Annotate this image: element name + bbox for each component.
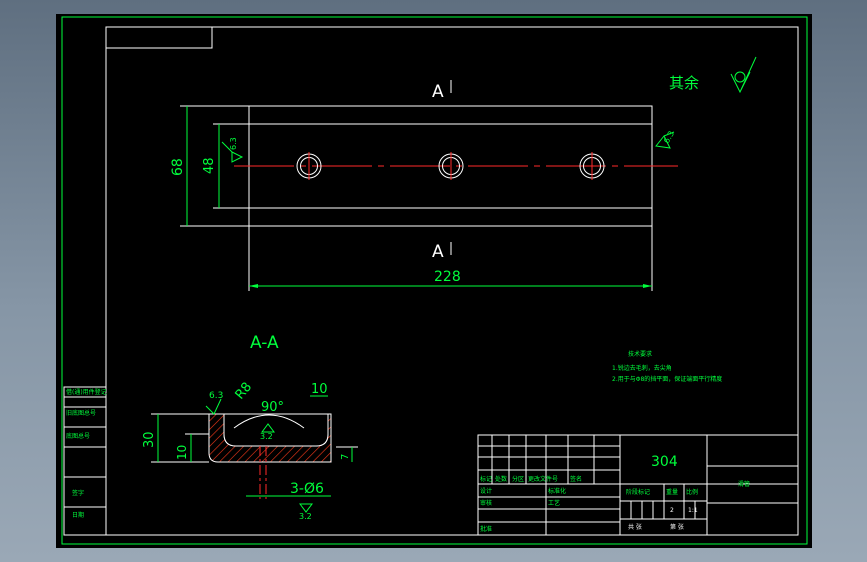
section-view: A-A 30 10 7 10 90° R8 6.3 3.2 3-Ø6 3	[142, 333, 358, 521]
approve-label: 批准	[480, 525, 492, 533]
outer-border	[61, 16, 808, 545]
stage-label: 阶段标记	[626, 488, 650, 496]
side-label-old: 旧底图总号	[66, 409, 96, 417]
section-roughness-a: 6.3	[209, 391, 223, 401]
dim-width-10: 10	[311, 382, 328, 397]
corner-code-box	[105, 26, 213, 49]
tech-req-line1: 1.锐边去毛刺，去尖角	[612, 364, 672, 372]
dim-48: 48	[202, 157, 217, 174]
hole-2	[438, 152, 464, 180]
part-name: 滑管	[738, 480, 750, 488]
row-label-change: 更改文件号	[528, 475, 558, 483]
dim-30: 30	[142, 431, 157, 448]
cad-drawing-svg: 借(通)用件登记 旧底图总号 底图总号 签字 日期 A A	[61, 16, 808, 545]
side-label-reg: 借(通)用件登记	[66, 388, 107, 396]
row-label-zone: 分区	[512, 475, 524, 483]
row-label-sign: 签名	[570, 475, 582, 483]
section-roughness-c: 3.2	[299, 512, 312, 521]
section-roughness-b: 3.2	[260, 432, 273, 441]
cad-drawing-canvas: 借(通)用件登记 旧底图总号 底图总号 签字 日期 A A	[56, 14, 812, 548]
row-label-count: 处数	[495, 475, 507, 483]
scale-value: 1:1	[688, 507, 698, 514]
material: 304	[651, 454, 678, 470]
hole-1	[296, 152, 322, 180]
tech-req-line2: 2.用于与Φ8的挡平面，保证端面平行精度	[612, 375, 722, 383]
check-label: 审核	[480, 499, 492, 507]
design-label: 设计	[480, 487, 492, 495]
side-label-date: 日期	[72, 511, 84, 519]
side-label-base: 底图总号	[66, 432, 90, 440]
dim-angle: 90°	[261, 400, 284, 415]
qty-value: 2	[670, 507, 674, 514]
dim-10: 10	[175, 445, 189, 460]
dim-holes: 3-Ø6	[290, 481, 324, 497]
dim-68: 68	[170, 158, 186, 176]
tech-requirements: 技术要求 1.锐边去毛刺，去尖角 2.用于与Φ8的挡平面，保证端面平行精度	[612, 350, 722, 383]
weight-label: 重量	[666, 488, 678, 496]
sheet-num: 第 张	[670, 523, 684, 531]
scale-label: 比例	[686, 488, 698, 496]
hole-3	[579, 152, 605, 180]
tech-req-title: 技术要求	[628, 350, 652, 358]
std-label: 标准化	[548, 487, 566, 495]
sheet-total: 共 张	[628, 523, 642, 531]
process-label: 工艺	[548, 499, 560, 507]
roughness-symbol-right	[655, 131, 675, 149]
dim-7: 7	[340, 454, 351, 460]
roughness-left-value: 6.3	[229, 137, 238, 150]
side-label-sign: 签字	[72, 489, 84, 497]
roughness-symbol-left	[221, 141, 244, 163]
dim-radius: R8	[233, 380, 256, 403]
roughness-symbol-general	[730, 56, 757, 94]
row-label-mark: 标记	[480, 475, 492, 483]
section-label-top: A	[432, 82, 444, 102]
side-stamp-columns: 借(通)用件登记 旧底图总号 底图总号 签字 日期	[63, 386, 107, 536]
section-label-bottom: A	[432, 242, 444, 262]
drawing-frame	[105, 26, 799, 536]
title-block: 304 滑管 标记 处数 分区 更改文件号 签名 设计 标准化 审核 工艺 批准…	[477, 434, 799, 536]
section-view-title: A-A	[250, 333, 279, 353]
roughness-right-value: 6.3	[662, 129, 676, 145]
dim-228: 228	[434, 269, 461, 285]
top-view: A A 68 48 6.3	[170, 56, 757, 291]
remaining-roughness-note: 其余	[669, 74, 699, 92]
